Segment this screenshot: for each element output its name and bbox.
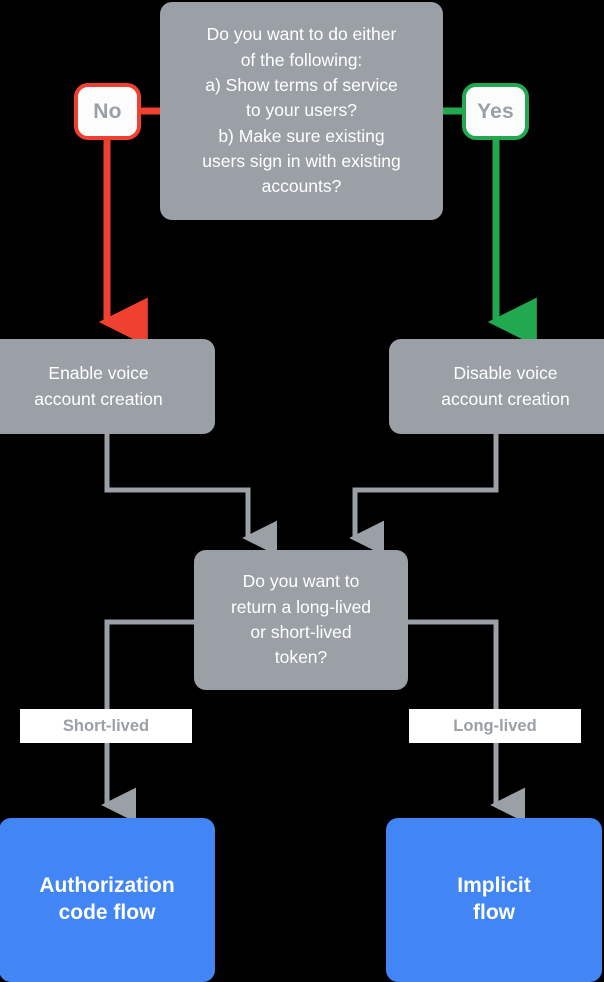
decision1-line-7: accounts?: [261, 176, 342, 197]
answer-pill-no-label: No: [93, 99, 122, 123]
result-right-line-1: Implicit: [457, 874, 531, 898]
decision1-line-3: a) Show terms of service: [205, 74, 398, 95]
decision1-line-4: to your users?: [246, 100, 357, 121]
decision-node-token-lifetime: Do you want to return a long-lived or sh…: [194, 550, 408, 690]
decision2-line-1: Do you want to: [242, 571, 360, 592]
result-right-line-2: flow: [473, 901, 515, 924]
edge-label-short-lived-text: Short-lived: [62, 716, 150, 735]
decision1-line-6: users sign in with existing: [202, 151, 401, 172]
answer-pill-yes[interactable]: Yes: [462, 83, 529, 140]
decision1-line-2: of the following:: [240, 49, 363, 70]
decision1-line-5: b) Make sure existing: [218, 125, 385, 146]
connector-enable-to-decision2: [104, 434, 278, 556]
answer-pill-yes-label: Yes: [477, 99, 514, 123]
edge-label-long-lived-text: Long-lived: [453, 716, 537, 735]
disable-box-line-2: account creation: [441, 388, 570, 409]
decision2-line-4: token?: [274, 647, 328, 668]
process-node-enable-voice-account-creation: Enable voice account creation: [0, 339, 215, 434]
decision2-line-3: or short-lived: [250, 622, 352, 642]
edge-label-short-lived: Short-lived: [20, 709, 192, 743]
edge-label-long-lived: Long-lived: [409, 709, 581, 743]
decision-node-account-creation: Do you want to do either of the followin…: [160, 2, 443, 220]
process-node-disable-voice-account-creation: Disable voice account creation: [389, 339, 604, 434]
enable-box-line-1: Enable voice: [48, 363, 149, 384]
result-node-implicit-flow: Implicit flow: [386, 818, 602, 982]
result-left-line-2: code flow: [58, 901, 156, 924]
result-left-line-1: Authorization: [39, 874, 175, 898]
decision1-line-1: Do you want to do either: [206, 24, 397, 45]
enable-box-line-2: account creation: [34, 388, 163, 409]
connector-disable-to-decision2: [349, 434, 499, 556]
disable-box-line-1: Disable voice: [453, 363, 558, 384]
answer-pill-no[interactable]: No: [74, 83, 141, 140]
decision2-line-2: return a long-lived: [230, 596, 372, 617]
result-node-authorization-code-flow: Authorization code flow: [0, 818, 215, 982]
